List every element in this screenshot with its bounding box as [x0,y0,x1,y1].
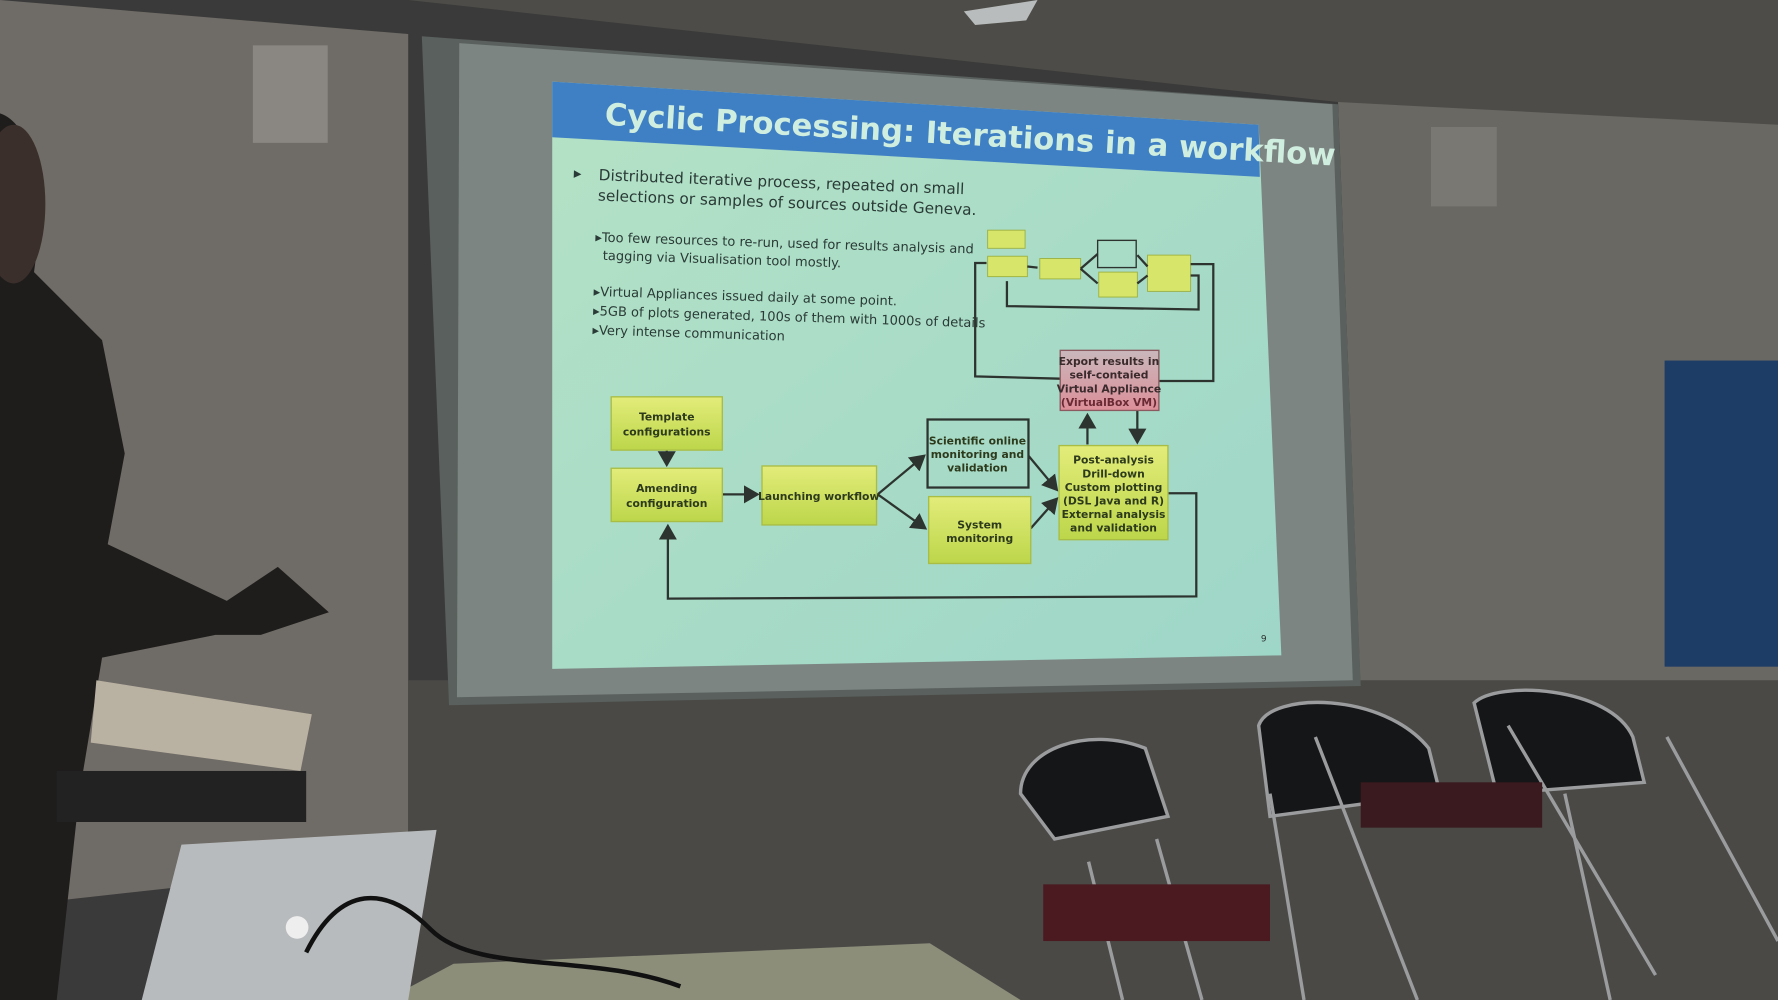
box-system-monitoring: System monitoring [928,495,1032,565]
sub-bullet-4: ▸Very intense communication [592,323,785,344]
left-wall [0,0,409,908]
slide-title-bar [552,81,1260,177]
box-scientific-monitoring: Scientific online monitoring and validat… [926,418,1030,489]
svg-text:Export results in: Export results in [1059,355,1160,368]
svg-text:Post-analysis: Post-analysis [1073,454,1154,467]
presenter-silhouette [0,113,329,1000]
laptop [141,829,437,1000]
svg-text:Scientific online: Scientific online [929,434,1026,447]
box-launching-workflow: Launching workflow [758,465,880,526]
svg-text:Custom plotting: Custom plotting [1065,481,1163,494]
wall-speaker-left [252,45,328,143]
poster-banner [1664,360,1778,667]
box-export-results: Export results in self-contaied Virtual … [1057,349,1161,412]
slide: Cyclic Processing: Iterations in a workf… [552,81,1336,669]
box-amending-configuration: Amending configuration [610,467,723,523]
svg-text:(DSL Java and R): (DSL Java and R) [1063,495,1164,508]
svg-text:self-contaied: self-contaied [1070,369,1149,382]
svg-text:monitoring and: monitoring and [931,448,1024,461]
svg-text:and validation: and validation [1070,522,1157,535]
wall-speaker-right [1431,126,1497,207]
lectern [90,680,312,771]
table [385,943,1021,1000]
svg-text:(VirtualBox VM): (VirtualBox VM) [1061,396,1157,409]
svg-text:Amending: Amending [636,482,697,495]
svg-text:System: System [957,518,1002,531]
apple-logo-icon [285,916,309,939]
svg-text:validation: validation [947,462,1008,475]
slide-page-number: 9 [1261,635,1267,645]
svg-text:Drill-down: Drill-down [1082,467,1145,480]
diagram-connectors [657,410,1198,600]
mini-workflow-diagram [974,229,1215,383]
floor-area [408,680,1778,1000]
box-template-configurations: Template configurations [610,396,723,451]
ceiling-projector [963,0,1038,25]
cable [304,895,682,989]
bullet-marker: ▸ [574,164,583,182]
ceiling-wall [408,0,1778,375]
sub-bullet-1-line-2: tagging via Visualisation tool mostly. [603,249,842,271]
svg-text:Template: Template [639,411,695,424]
svg-text:Launching workflow: Launching workflow [758,490,880,503]
box-post-analysis: Post-analysis Drill-down Custom plotting… [1058,444,1169,541]
svg-text:External analysis: External analysis [1062,508,1166,521]
chairs [1018,688,1778,1000]
svg-text:monitoring: monitoring [946,532,1013,545]
svg-text:Virtual Appliance: Virtual Appliance [1057,382,1161,395]
svg-text:configurations: configurations [623,425,711,438]
lectern-shelf [56,770,307,822]
svg-text:configuration: configuration [626,497,707,510]
